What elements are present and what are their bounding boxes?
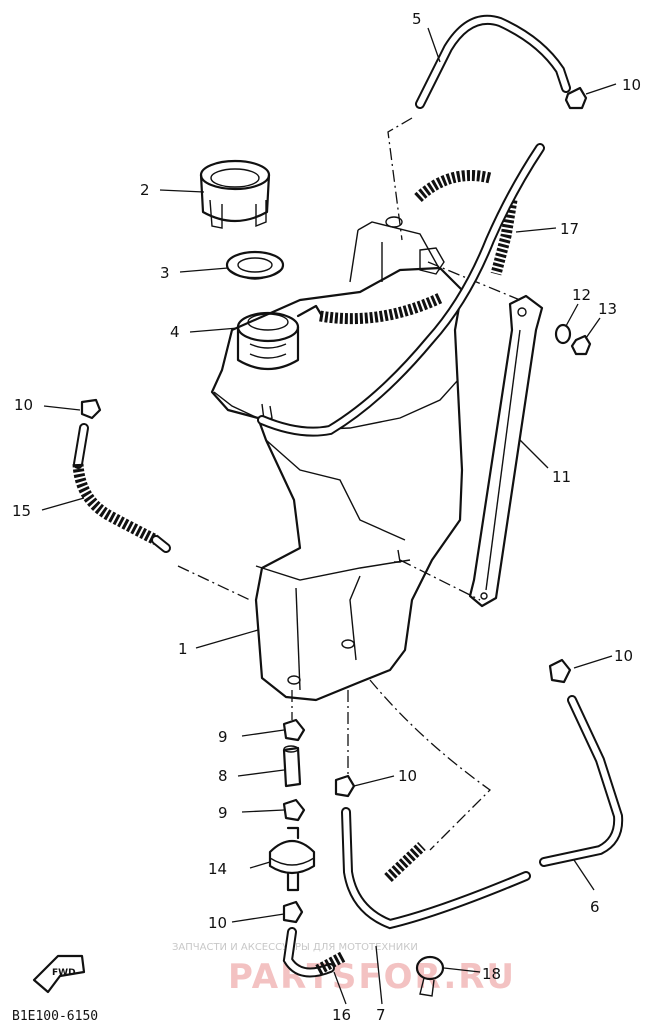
cap-seal bbox=[225, 250, 285, 280]
callout-8: 8 bbox=[218, 767, 228, 785]
lower-hose bbox=[282, 927, 347, 978]
callout-5: 5 bbox=[412, 10, 422, 28]
nut bbox=[570, 334, 592, 356]
clamp-center bbox=[334, 774, 356, 798]
callout-16: 16 bbox=[332, 1006, 351, 1024]
callout-3: 3 bbox=[160, 264, 170, 282]
callout-11: 11 bbox=[552, 468, 571, 486]
callout-17: 17 bbox=[560, 220, 579, 238]
fwd-label: FWD bbox=[52, 968, 76, 978]
callout-13: 13 bbox=[598, 300, 617, 318]
callout-10-right: 10 bbox=[614, 647, 633, 665]
left-hose bbox=[72, 423, 171, 553]
callout-14: 14 bbox=[208, 860, 227, 878]
callout-18: 18 bbox=[482, 965, 501, 983]
callout-10-top-right: 10 bbox=[622, 76, 641, 94]
callout-9-upper: 9 bbox=[218, 728, 228, 746]
mounting-bracket bbox=[468, 294, 544, 608]
washer bbox=[554, 323, 572, 345]
filler-neck bbox=[236, 304, 324, 370]
leader-lines bbox=[41, 27, 617, 1005]
overflow-hose-top bbox=[415, 14, 571, 109]
right-hose bbox=[539, 695, 624, 867]
diagram-code: B1E100-6150 bbox=[12, 1009, 98, 1024]
callout-4: 4 bbox=[170, 323, 180, 341]
callout-2: 2 bbox=[140, 181, 150, 199]
callout-15: 15 bbox=[12, 502, 31, 520]
callout-9-lower: 9 bbox=[218, 804, 228, 822]
band-clamp bbox=[415, 955, 445, 997]
callout-6: 6 bbox=[590, 898, 600, 916]
callout-12: 12 bbox=[572, 286, 591, 304]
clamp-top-right bbox=[564, 86, 588, 110]
drain-hose bbox=[341, 807, 531, 930]
callout-10-center: 10 bbox=[398, 767, 417, 785]
fwd-arrow-icon: FWD bbox=[32, 954, 86, 994]
watermark-brand: PARTSFOR.RU bbox=[228, 957, 516, 997]
clamp-9-lower bbox=[282, 798, 306, 822]
reservoir-tank bbox=[210, 216, 464, 702]
clamp-right bbox=[548, 658, 572, 684]
reservoir-cap bbox=[199, 159, 271, 229]
clamp-bottom bbox=[282, 900, 304, 924]
assembly-lines bbox=[177, 117, 521, 851]
callout-10-left: 10 bbox=[14, 396, 33, 414]
breather-hose bbox=[257, 143, 545, 437]
inline-filter bbox=[268, 826, 316, 892]
clamp-left bbox=[80, 398, 102, 420]
clamp-9-upper bbox=[282, 718, 306, 742]
watermark-text: ЗАПЧАСТИ И АКСЕССУАРЫ ДЛЯ МОТОТЕХНИКИ bbox=[172, 942, 418, 953]
callout-7: 7 bbox=[376, 1006, 386, 1024]
callout-10-bottom: 10 bbox=[208, 914, 227, 932]
callout-1: 1 bbox=[178, 640, 188, 658]
short-hose bbox=[282, 745, 302, 788]
